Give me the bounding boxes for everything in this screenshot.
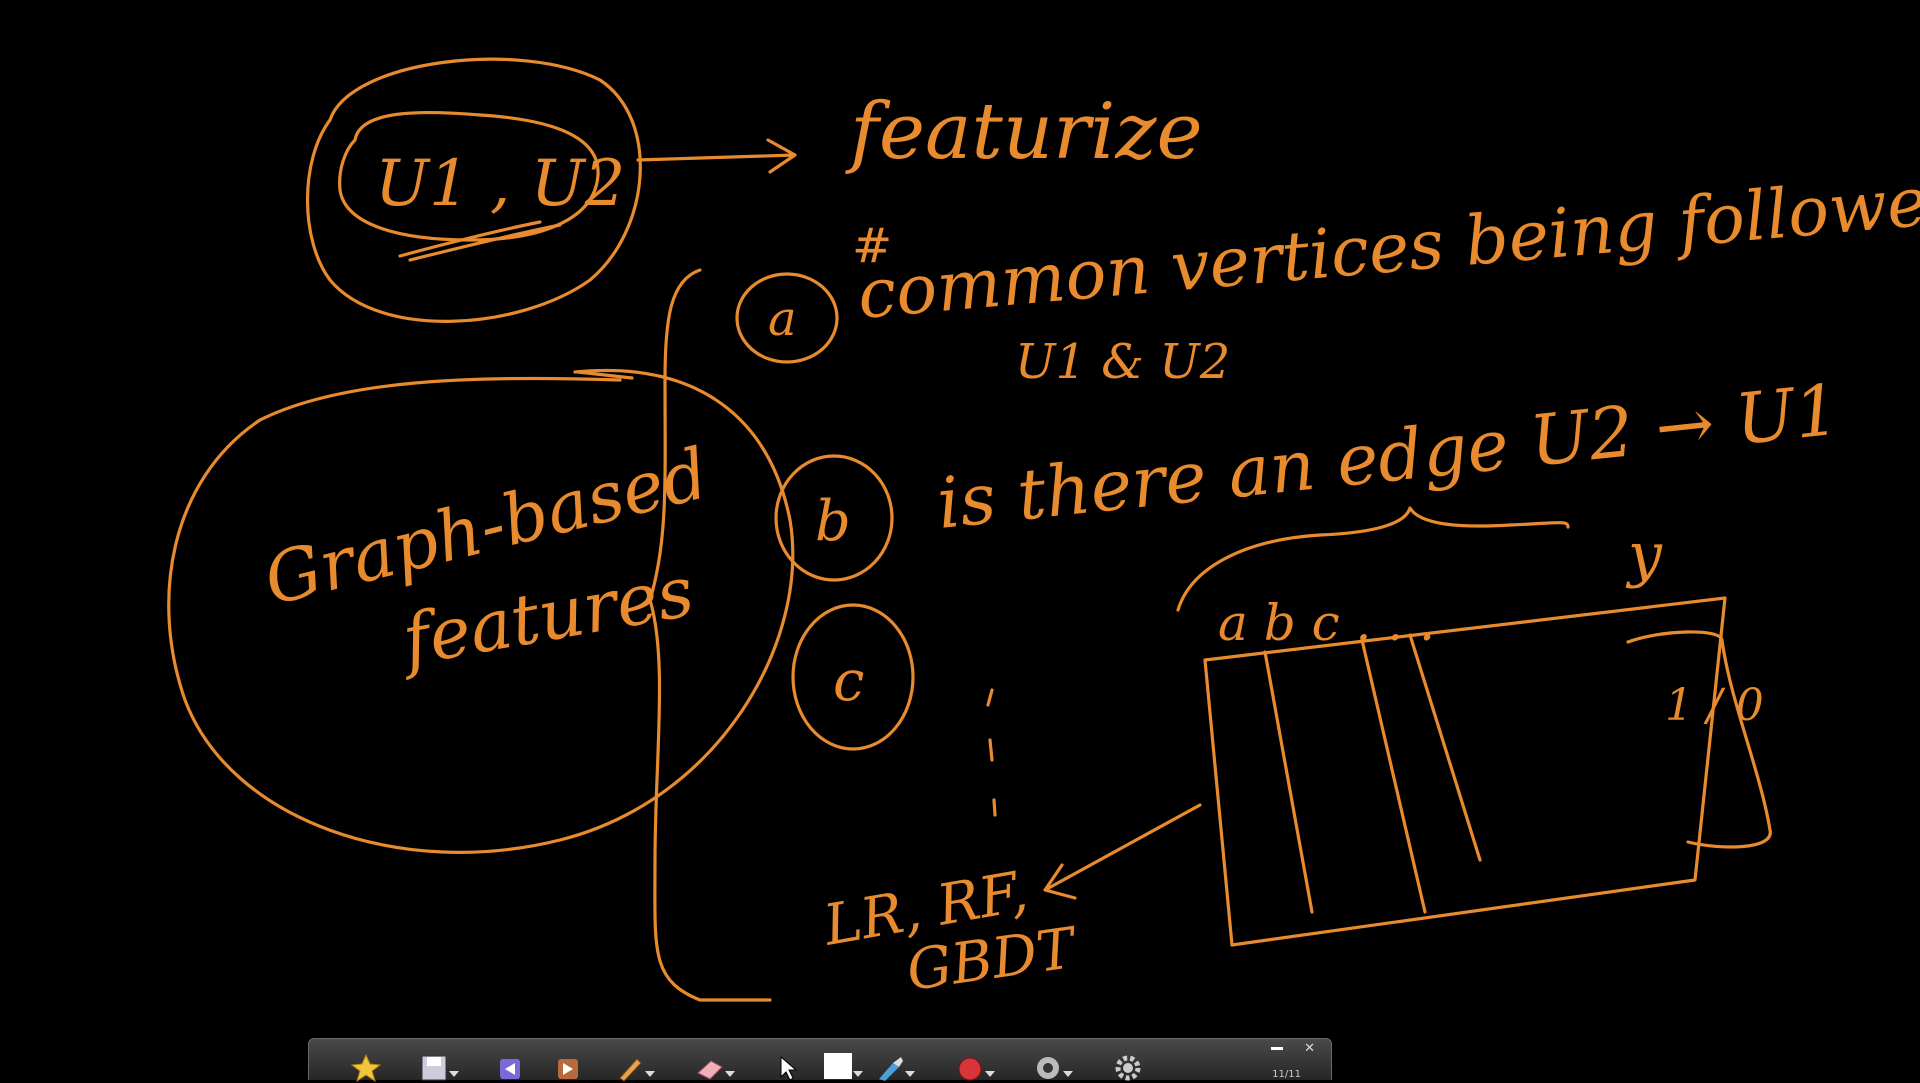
- line-a2-text: U1 & U2: [1015, 334, 1230, 390]
- label-a: a: [768, 291, 797, 347]
- record-tool-icon[interactable]: [951, 1045, 995, 1081]
- highlighter-tool-icon[interactable]: [871, 1045, 915, 1081]
- eraser-tool-icon[interactable]: [691, 1045, 735, 1081]
- label-b: b: [815, 489, 851, 554]
- label-c-circle: [791, 603, 915, 751]
- select-arrow-icon[interactable]: [769, 1045, 809, 1081]
- line-b-text: is there an edge U2 → U1: [933, 369, 1843, 545]
- undo-tool-icon[interactable]: [491, 1045, 531, 1081]
- target-col-text: y: [1625, 520, 1663, 590]
- arrow-to-featurize: [636, 138, 797, 174]
- left-brace: [648, 268, 772, 1002]
- webcam-tool-icon[interactable]: [1029, 1045, 1073, 1081]
- feature-table: a b c . . . y 1 / 0: [1203, 520, 1772, 947]
- page-tool-icon[interactable]: [819, 1045, 863, 1081]
- graph-features-group: Graph-based features: [167, 369, 795, 854]
- label-a-circle: [735, 272, 839, 364]
- target-vals-text: 1 / 0: [1665, 680, 1764, 731]
- label-b-circle: [774, 454, 894, 582]
- pair-text: U1 , U2: [375, 147, 625, 221]
- arrow-to-models: [1043, 803, 1202, 900]
- label-c: c: [833, 649, 864, 714]
- hash-mark: #: [852, 218, 892, 274]
- minimize-icon[interactable]: [1271, 1047, 1283, 1050]
- table-cols-text: a b c . . .: [1218, 594, 1435, 652]
- drawing-toolbar: ✕ 11/11: [308, 1038, 1332, 1083]
- table-brace: [1176, 506, 1570, 612]
- save-tool-icon[interactable]: [415, 1045, 459, 1081]
- pen-tool-icon[interactable]: [611, 1045, 655, 1082]
- redo-tool-icon[interactable]: [549, 1045, 589, 1081]
- page-indicator: 11/11: [1272, 1069, 1301, 1080]
- favorites-tool-icon[interactable]: [347, 1045, 387, 1083]
- close-icon[interactable]: ✕: [1304, 1041, 1315, 1056]
- pair-group: U1 , U2: [305, 57, 642, 323]
- ellipsis-dots: [986, 688, 997, 817]
- featurize-text: featurize: [845, 87, 1203, 177]
- settings-gear-icon[interactable]: [1109, 1045, 1149, 1081]
